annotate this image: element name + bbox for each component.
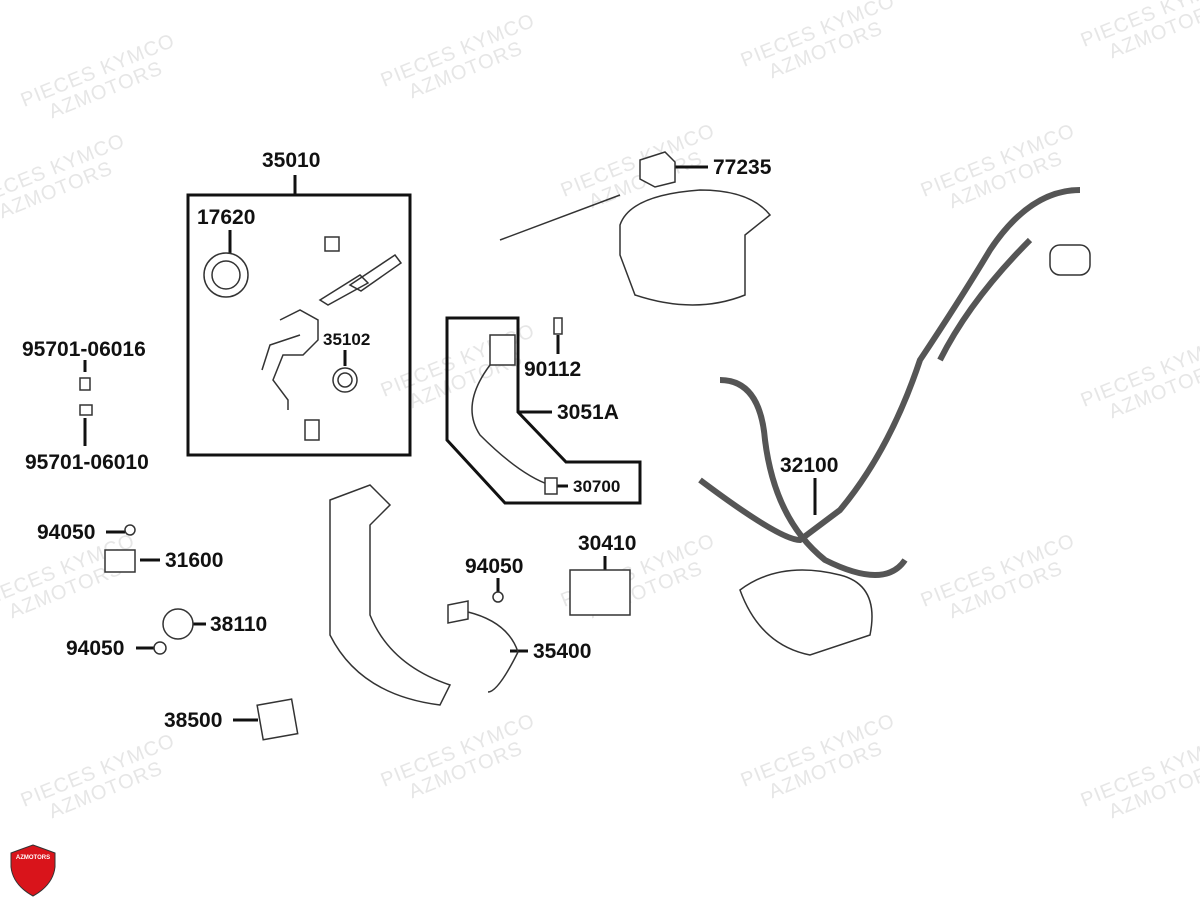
azmotors-logo: AZMOTORS — [10, 844, 56, 897]
part-95701-06010 — [79, 404, 93, 416]
part-94050-a — [124, 524, 136, 536]
part-lock-cylinder — [324, 236, 340, 252]
label-38500: 38500 — [164, 709, 223, 732]
label-94050-b: 94050 — [66, 637, 125, 660]
part-ignition-switch — [261, 309, 319, 410]
kit-35010-box — [186, 193, 412, 457]
label-94050-a: 94050 — [37, 521, 96, 544]
part-94050-b — [153, 641, 167, 655]
label-35102: 35102 — [323, 330, 371, 349]
svg-text:AZMOTORS: AZMOTORS — [16, 855, 50, 861]
label-31600: 31600 — [165, 549, 224, 572]
part-94050-c — [492, 591, 504, 603]
label-94050-c: 94050 — [465, 555, 524, 578]
part-32100-fusebox — [739, 569, 873, 656]
label-32100: 32100 — [780, 454, 839, 477]
part-35400 — [447, 600, 519, 693]
part-cable — [499, 194, 621, 241]
label-35400: 35400 — [533, 640, 592, 663]
part-90112 — [553, 317, 563, 335]
label-95701-06016: 95701-06016 — [22, 338, 146, 361]
label-95701-06010: 95701-06010 — [25, 451, 149, 474]
part-77235 — [639, 151, 676, 188]
part-32100-harness — [698, 187, 1081, 578]
label-35010: 35010 — [262, 149, 321, 172]
part-95701-06016 — [79, 377, 91, 391]
part-38110 — [162, 608, 194, 640]
part-38500 — [256, 698, 299, 741]
part-30410 — [569, 569, 631, 616]
label-3051A: 3051A — [557, 401, 619, 424]
label-30410: 30410 — [578, 532, 637, 555]
part-3051A-coil — [489, 334, 516, 366]
label-17620: 17620 — [197, 206, 256, 229]
part-tank — [619, 189, 772, 306]
part-31600 — [104, 549, 136, 573]
label-77235: 77235 — [713, 156, 772, 179]
part-frame-bracket — [329, 484, 452, 706]
label-38110: 38110 — [210, 613, 268, 636]
part-keys — [318, 253, 403, 306]
kit-3051A-box — [445, 316, 642, 505]
label-90112: 90112 — [524, 358, 582, 381]
part-32100-filter — [1049, 244, 1091, 276]
label-30700: 30700 — [573, 477, 621, 496]
